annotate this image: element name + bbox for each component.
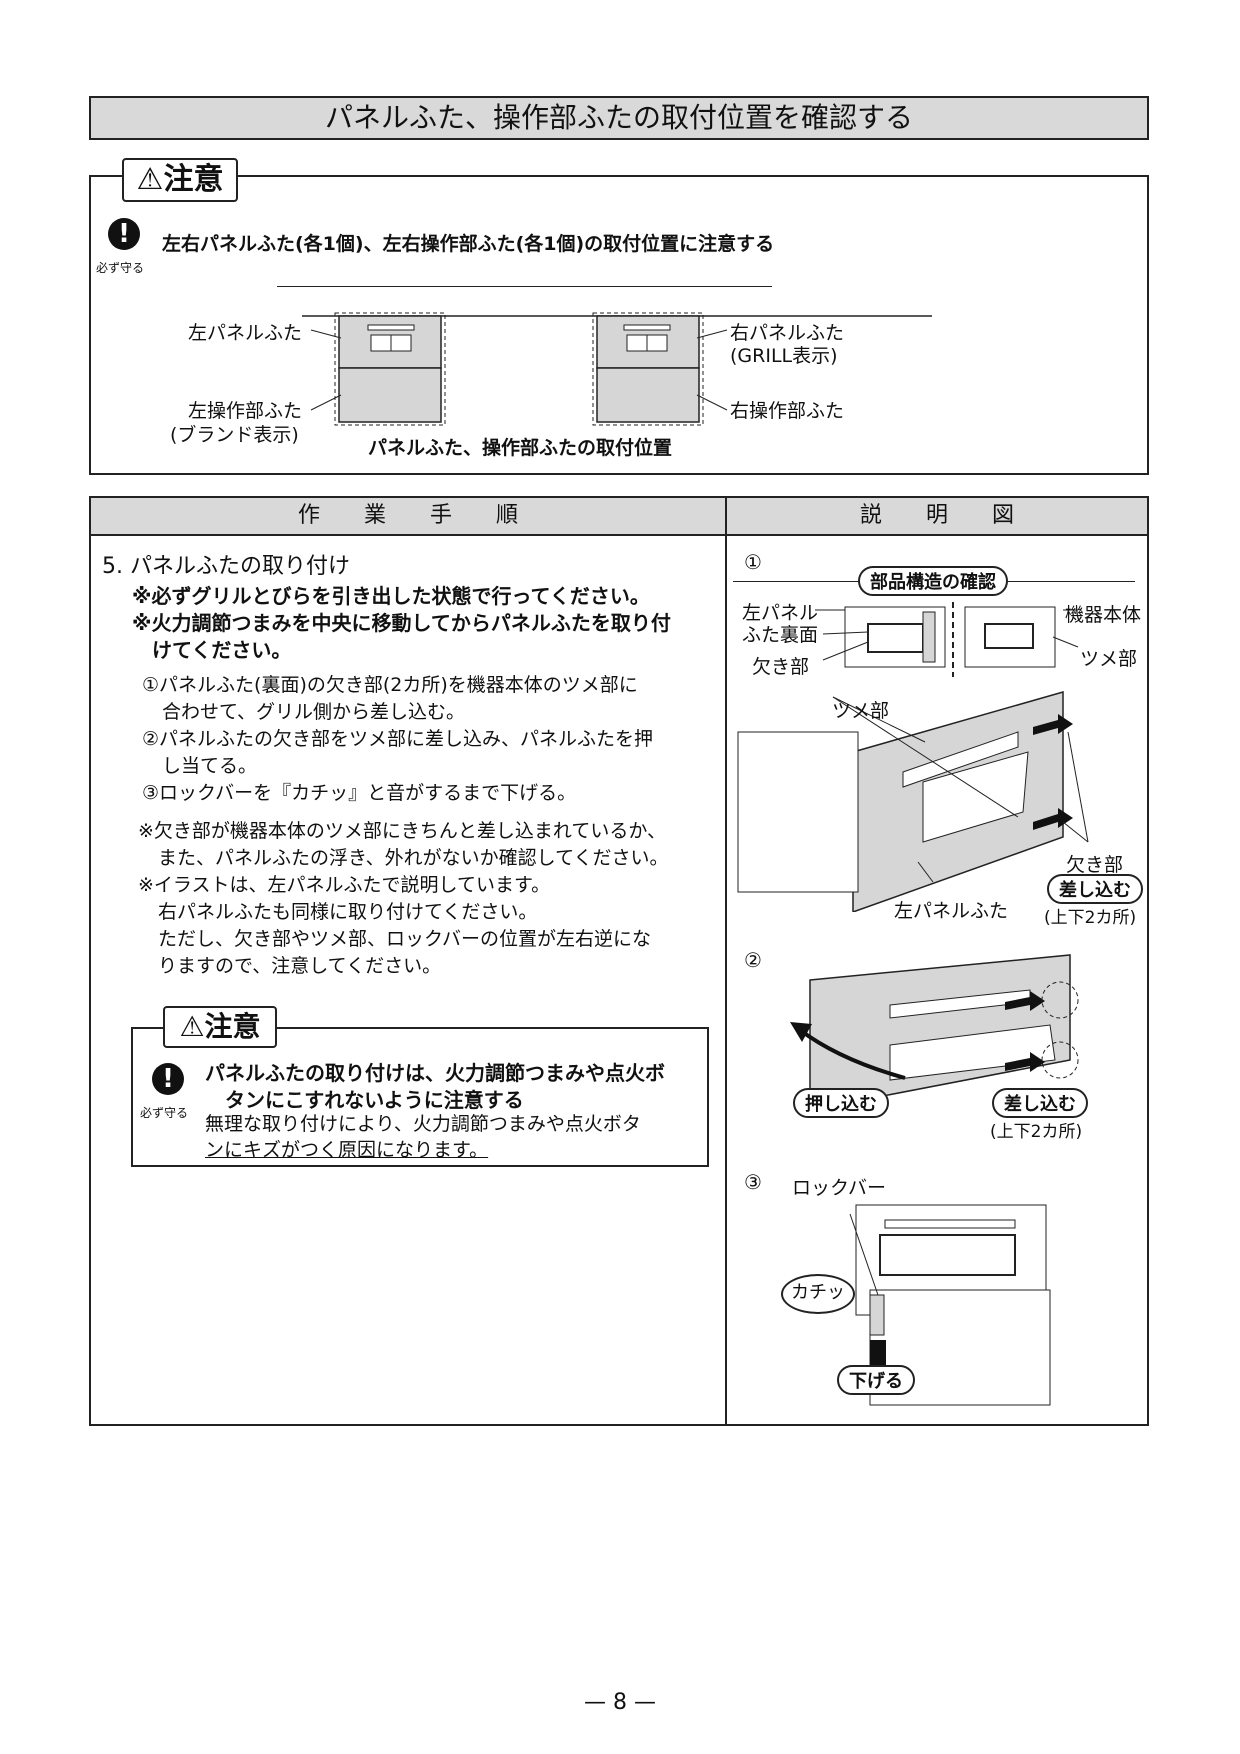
page-number: — 8 — (584, 1690, 656, 1715)
fig1-insert-pill: 差し込む (1047, 874, 1143, 904)
bold-note-1: ※必ずグリルとびらを引き出した状態で行ってください。 (132, 584, 650, 608)
note-1: ※欠き部が機器本体のツメ部にきちんと差し込まれているか、 (138, 820, 666, 842)
inner-caution-box (131, 1027, 709, 1167)
figure-1-illustration (737, 602, 1089, 912)
page-title: パネルふた、操作部ふたの取付位置を確認する (89, 96, 1149, 140)
fig3-lockbar: ロックバー (792, 1177, 887, 1199)
figure-1-number: ① (744, 550, 762, 574)
fig1-notch: 欠き部 (752, 656, 810, 678)
inner-caution-tag: ⚠注意 (163, 1006, 277, 1048)
inner-bold-2: タンにこすれないように注意する (225, 1088, 524, 1112)
fig2-insert-pill: 差し込む (992, 1088, 1088, 1118)
fig1-body: 機器本体 (1065, 604, 1142, 626)
bold-note-2: ※火力調節つまみを中央に移動してからパネルふたを取り付 (132, 611, 671, 635)
panel-position-diagram (302, 312, 932, 426)
exclamation-icon: ! (108, 218, 140, 250)
exclamation-icon: ! (152, 1063, 184, 1095)
inner-text-1: 無理な取り付けにより、火力調節つまみや点火ボタ (205, 1113, 641, 1135)
fig1-left-panel-back-2: ふた裏面 (742, 624, 819, 646)
figure-3-illustration (849, 1204, 1051, 1406)
fig2-count: (上下2カ所) (990, 1122, 1083, 1142)
caution-tag: ⚠注意 (122, 158, 238, 202)
fig2-push-pill: 押し込む (793, 1088, 889, 1118)
fig1-claw-top: ツメ部 (832, 700, 890, 722)
note-2-cont-2: ただし、欠き部やツメ部、ロックバーの位置が左右逆にな (158, 928, 652, 950)
column-divider (725, 496, 727, 1426)
step-3: ③ロックバーを『カチッ』と音がするまで下げる。 (142, 782, 577, 804)
must-label: 必ず守る (96, 261, 145, 275)
label-left-control: 左操作部ふた (188, 400, 303, 422)
step-title: 5. パネルふたの取り付け (102, 554, 350, 579)
note-1-cont: また、パネルふたの浮き、外れがないか確認してください。 (158, 847, 669, 869)
inner-must-label: 必ず守る (140, 1106, 189, 1120)
bold-note-3: けてください。 (152, 638, 292, 662)
fig1-structure-pill: 部品構造の確認 (858, 566, 1008, 596)
fig1-left-panel-back: 左パネル (742, 602, 819, 624)
header-procedure: 作 業 手 順 (91, 498, 725, 536)
figure-2-number: ② (744, 948, 762, 972)
note-2-cont-3: りますので、注意してください。 (158, 955, 442, 977)
step-1: ①パネルふた(裏面)の欠き部(2カ所)を機器本体のツメ部に (142, 674, 638, 696)
inner-bold-1: パネルふたの取り付けは、火力調節つまみや点火ボ (205, 1061, 665, 1085)
note-2: ※イラストは、左パネルふたで説明しています。 (138, 874, 551, 896)
fig3-click-bubble: カチッ (781, 1274, 855, 1314)
fig1-notch-2: 欠き部 (1066, 854, 1124, 876)
procedure-table (89, 496, 1149, 1426)
step-2: ②パネルふたの欠き部をツメ部に差し込み、パネルふたを押 (142, 728, 654, 750)
step-2-cont: し当てる。 (162, 755, 258, 777)
label-right-panel-grill: (GRILL表示) (730, 345, 838, 367)
inner-text-2: ンにキズがつく原因になります。 (205, 1139, 489, 1161)
label-left-panel: 左パネルふた (188, 322, 303, 344)
label-right-panel: 右パネルふた (730, 322, 845, 344)
caution-box (89, 175, 1149, 475)
fig1-count: (上下2カ所) (1044, 908, 1137, 928)
figure-2-illustration (790, 954, 1079, 1111)
divider (277, 286, 772, 287)
figure-3-number: ③ (744, 1170, 762, 1194)
fig1-left-panel: 左パネルふた (894, 900, 1009, 922)
caution-message: 左右パネルふた(各1個)、左右操作部ふた(各1個)の取付位置に注意する (162, 233, 775, 255)
step-1-cont: 合わせて、グリル側から差し込む。 (162, 701, 466, 723)
diagram-caption: パネルふた、操作部ふたの取付位置 (368, 437, 673, 459)
label-left-control-brand: (ブランド表示) (170, 424, 299, 446)
fig3-lower-pill: 下げる (837, 1365, 915, 1395)
note-2-cont-1: 右パネルふたも同様に取り付けてください。 (158, 901, 538, 923)
label-right-control: 右操作部ふた (730, 400, 845, 422)
fig1-claw-right: ツメ部 (1080, 648, 1138, 670)
header-illustration: 説 明 図 (727, 498, 1147, 536)
